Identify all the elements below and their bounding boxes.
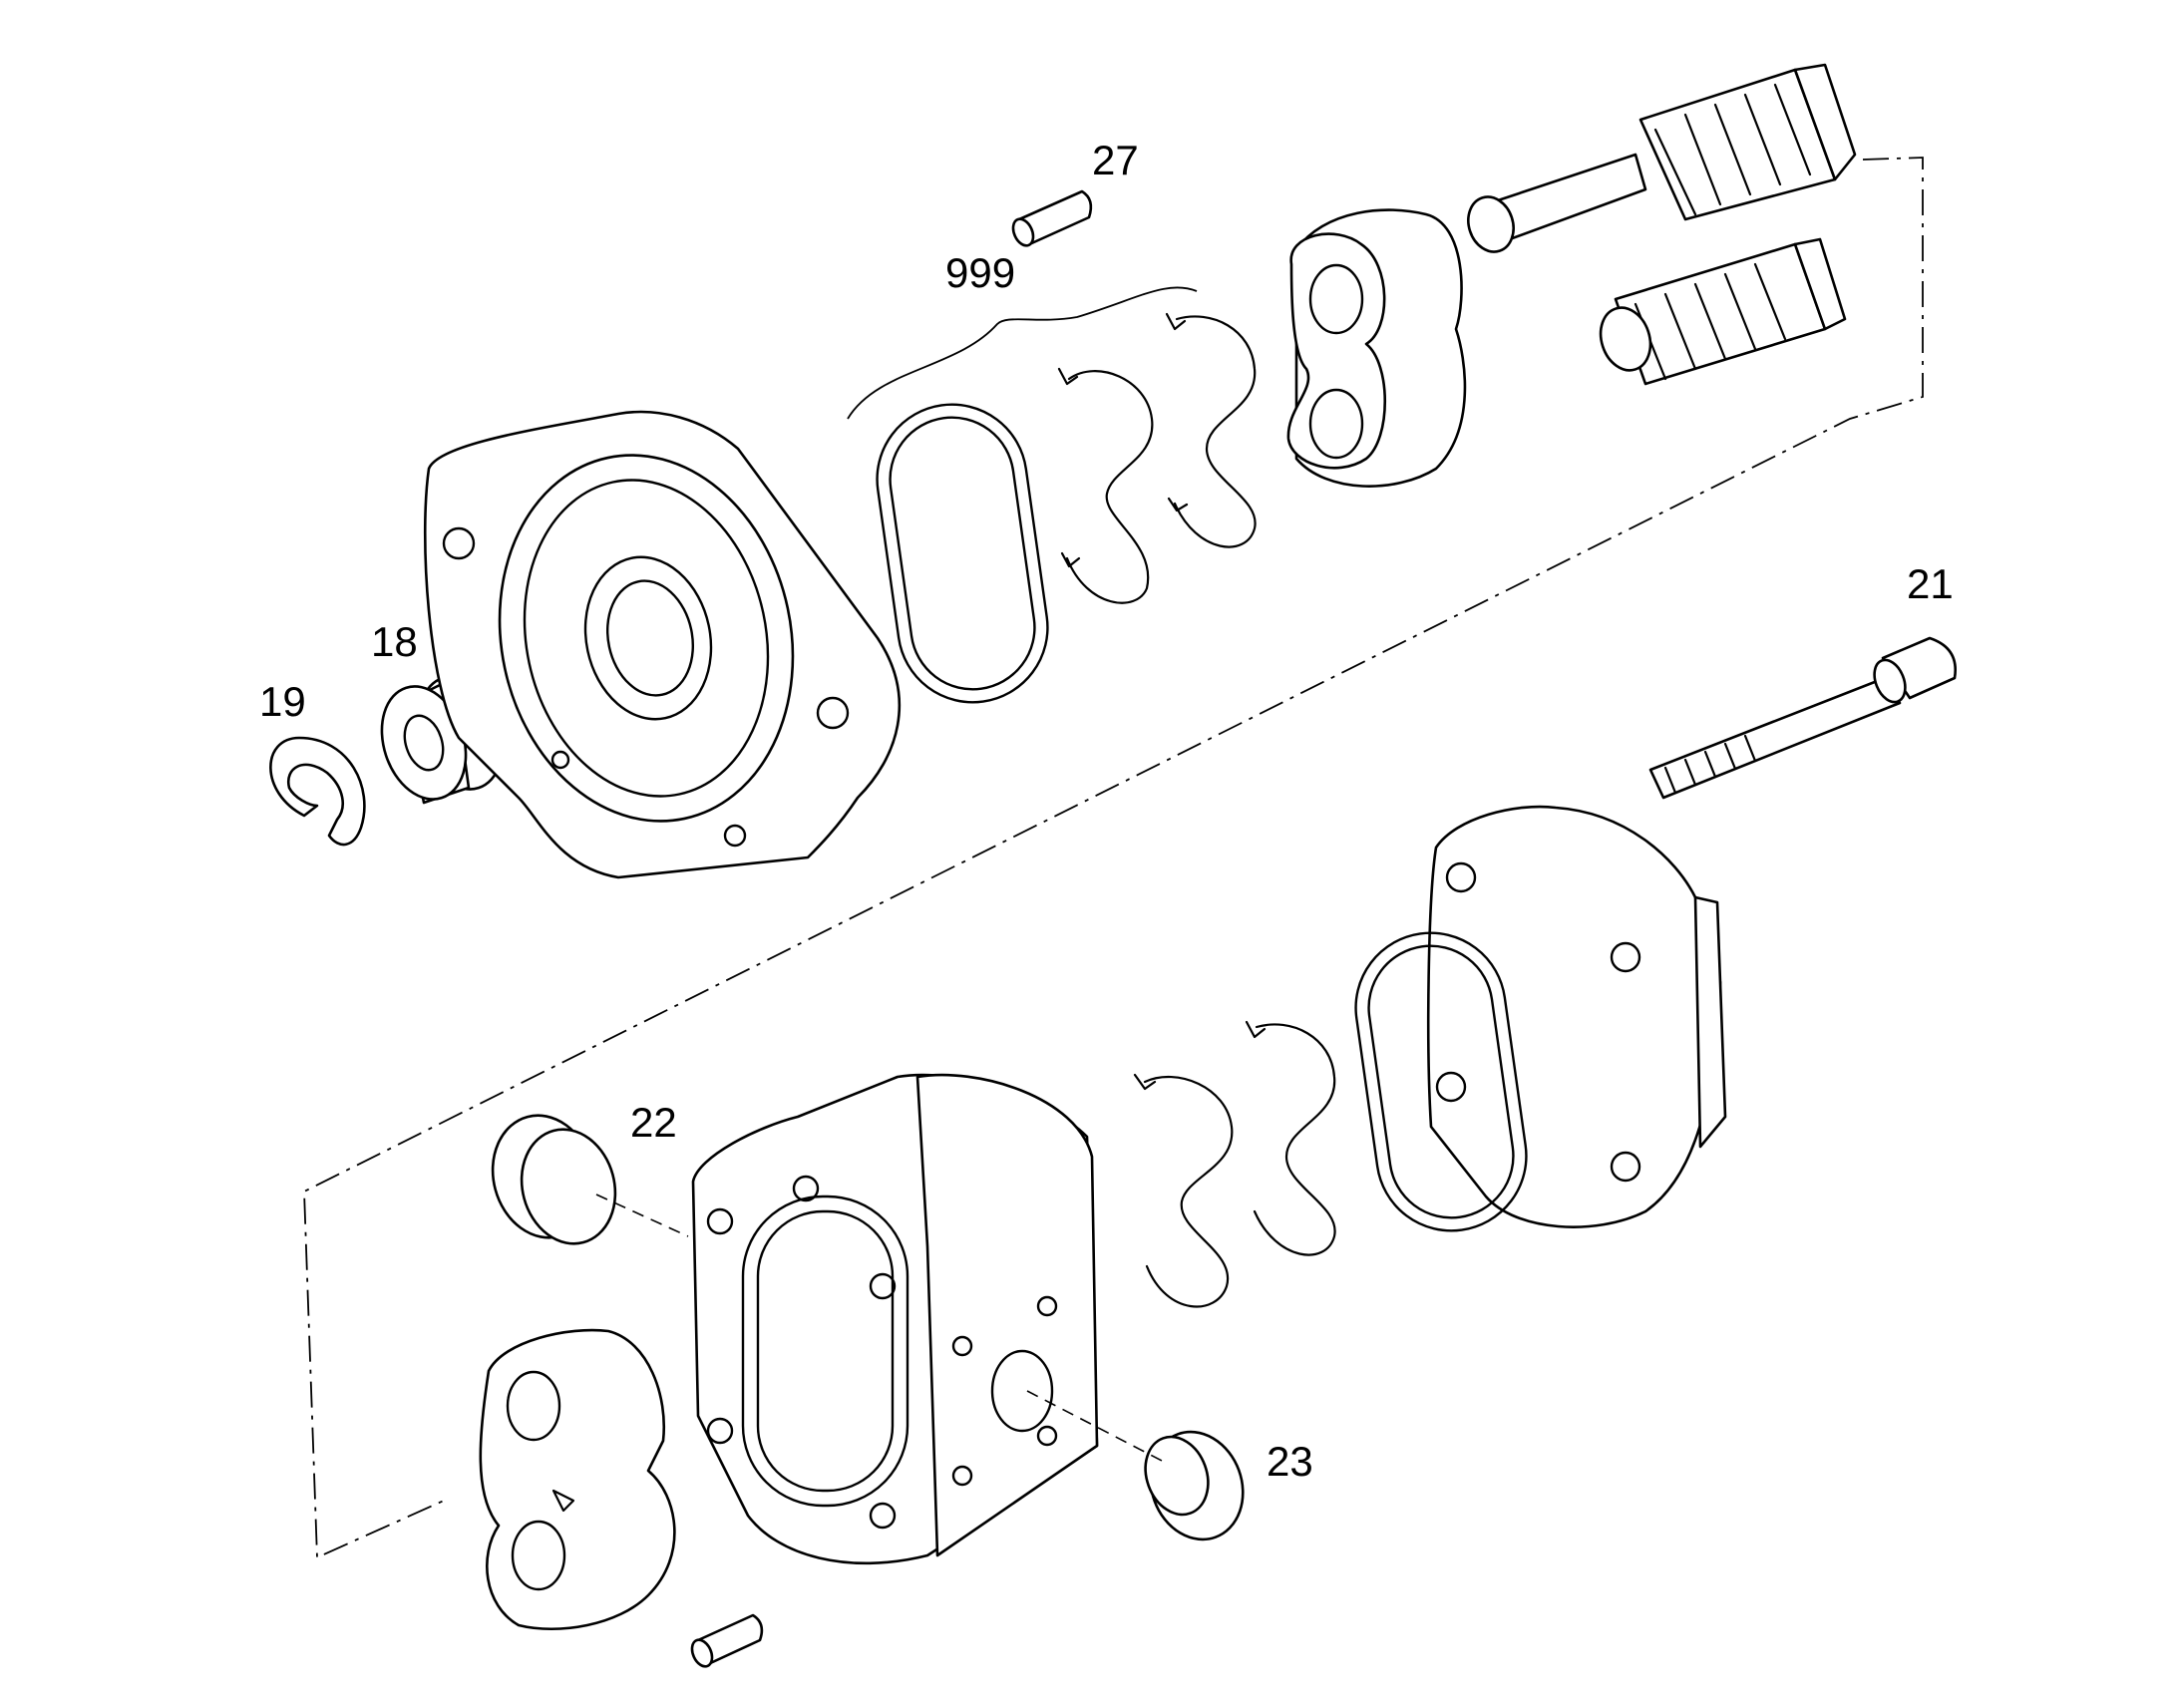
snap-ring-19 [269,736,366,847]
front-mounting-flange [423,410,902,879]
kit-999-brace [847,286,1198,420]
driven-gear [1599,237,1847,386]
leader-23 [1026,1390,1163,1462]
callout-18: 18 [371,618,418,665]
pump-body [691,1073,1099,1565]
callout-19: 19 [259,678,306,725]
spring-seal-lower-right [1245,1020,1336,1256]
dowel-pin-27 [1011,189,1093,247]
o-ring-upper [876,403,1049,704]
spring-seal-upper-right [1165,312,1257,548]
drive-gear-shaft [1467,63,1857,253]
bolt-21 [1648,636,1958,800]
callout-27: 27 [1092,137,1139,183]
leader-22 [595,1194,689,1237]
rear-cover [1426,805,1727,1228]
callout-23: 23 [1267,1438,1313,1485]
callout-999: 999 [945,249,1015,296]
callout-21: 21 [1907,560,1954,607]
dowel-pin-lower [690,1613,764,1668]
spring-seal-lower-left [1133,1073,1234,1308]
plug-23 [1144,1430,1245,1541]
bearing-block-upper [1286,208,1467,488]
assembly-boundary-line [303,157,1924,1559]
spring-seal-upper-left [1057,367,1154,604]
callout-22: 22 [630,1099,677,1146]
o-ring-lower [1354,931,1528,1232]
plug-22 [491,1114,617,1245]
bearing-block-lower [479,1328,676,1631]
